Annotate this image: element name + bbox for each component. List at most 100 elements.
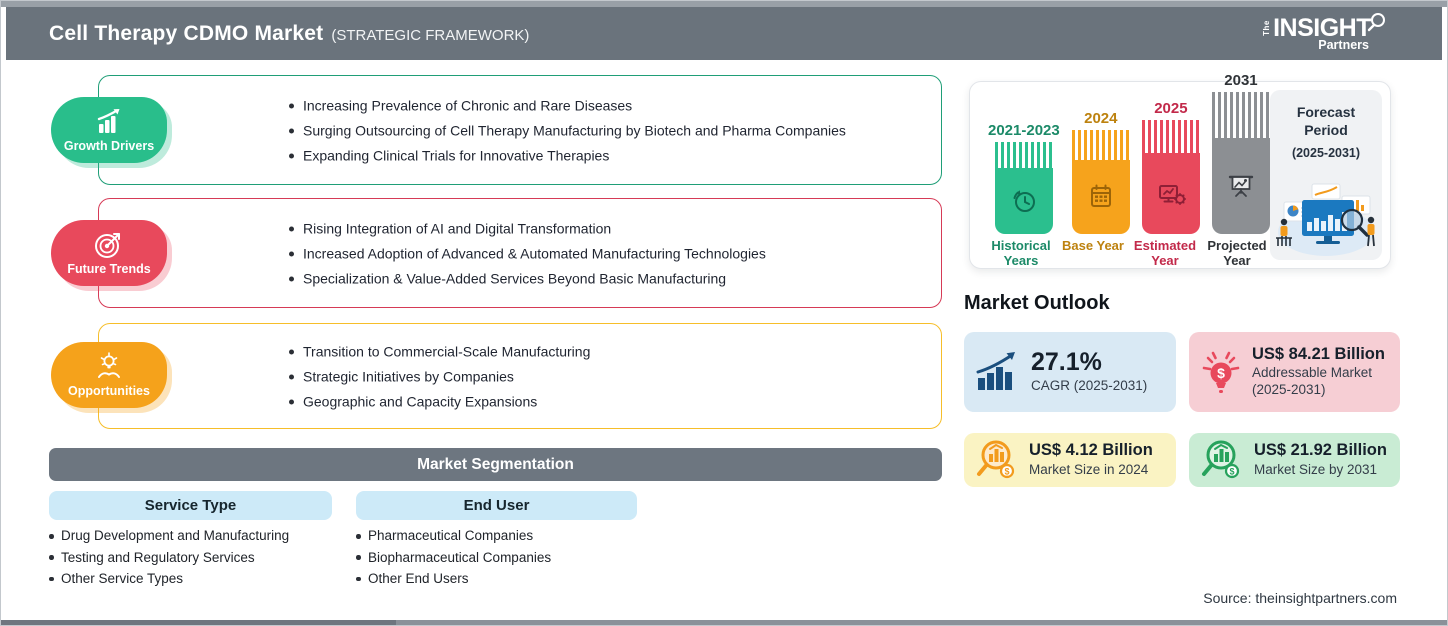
future-trends-box: Rising Integration of AI and Digital Tra… — [98, 198, 942, 308]
history-clock-icon — [1013, 190, 1035, 212]
magnifier-chart-green-icon: $ — [1199, 438, 1245, 482]
growth-bars-arrow-icon — [974, 350, 1022, 394]
historical-years-bar: 2021-2023 — [988, 122, 1060, 234]
list-item: Surging Outsourcing of Cell Therapy Manu… — [289, 118, 846, 143]
list-item: Drug Development and Manufacturing — [49, 525, 289, 546]
list-item: Rising Integration of AI and Digital Tra… — [289, 216, 766, 241]
forecast-title: Forecast Period — [1296, 104, 1356, 138]
dollar-bulb-icon: $ — [1199, 348, 1243, 396]
bottom-bar — [1, 620, 1447, 625]
card-value: 27.1% — [1031, 347, 1102, 376]
growth-drivers-badge: Growth Drivers — [51, 97, 167, 163]
badge-label: Future Trends — [67, 262, 151, 276]
estimated-year-bar: 2025 — [1141, 100, 1200, 234]
subtitle-text: (STRATEGIC FRAMEWORK) — [331, 26, 530, 44]
list-item: Testing and Regulatory Services — [49, 546, 289, 567]
year-label: 2025 — [1154, 100, 1188, 117]
insight-partners-logo: The INSIGHT Partners — [1259, 12, 1387, 52]
forecast-period-panel: Forecast Period (2025-2031) — [1270, 90, 1382, 260]
list-item: Biopharmaceutical Companies — [356, 546, 551, 567]
segmentation-title: Market Segmentation — [417, 455, 574, 473]
title-text: Cell Therapy CDMO Market — [49, 21, 324, 45]
card-value: US$ 21.92 Billion — [1254, 441, 1387, 460]
bar-stripes — [1211, 92, 1270, 138]
logo-partners: Partners — [1318, 37, 1369, 52]
timeline-bars: 2021-2023 2024 — [988, 72, 1270, 234]
market-segmentation-bar: Market Segmentation — [49, 448, 942, 481]
target-icon — [95, 233, 120, 258]
year-label: 2031 — [1224, 72, 1258, 89]
svg-text:$: $ — [1004, 467, 1009, 477]
pill-label: Service Type — [144, 497, 237, 514]
svg-text:$: $ — [1217, 365, 1225, 381]
analytics-illustration — [1276, 183, 1375, 256]
cagr-card: 27.1% CAGR (2025-2031) — [964, 332, 1176, 412]
bar-stripes — [1141, 120, 1200, 153]
opportunities-list: Transition to Commercial-Scale Manufactu… — [289, 339, 590, 414]
source-text: Source: theinsightpartners.com — [1203, 590, 1397, 606]
card-label: Market Size by 2031 — [1254, 461, 1378, 477]
badge-label: Opportunities — [68, 384, 150, 398]
timeline-card: 2021-2023 2024 — [969, 72, 1391, 269]
year-label: 2021-2023 — [988, 122, 1060, 139]
growth-chart-icon — [97, 109, 120, 133]
logo-the: The — [1262, 19, 1272, 36]
calendar-icon — [1090, 184, 1111, 207]
monitor-gear-icon — [1158, 184, 1186, 205]
bar-body — [1071, 160, 1130, 234]
list-item: Specialization & Value-Added Services Be… — [289, 266, 766, 291]
end-user-pill: End User — [356, 491, 637, 520]
list-item: Transition to Commercial-Scale Manufactu… — [289, 339, 590, 364]
list-item: Expanding Clinical Trials for Innovative… — [289, 143, 846, 168]
market-size-2031-card: $ US$ 21.92 Billion Market Size by 2031 — [1189, 433, 1400, 487]
bulb-hand-icon — [98, 352, 120, 378]
future-trends-list: Rising Integration of AI and Digital Tra… — [289, 216, 766, 291]
card-value: US$ 4.12 Billion — [1029, 441, 1153, 460]
service-type-list: Drug Development and Manufacturing Testi… — [49, 525, 289, 589]
list-item: Strategic Initiatives by Companies — [289, 364, 590, 389]
bar-stripes — [1071, 130, 1130, 160]
magnifier-chart-orange-icon: $ — [974, 438, 1020, 482]
card-label: Addressable Market (2025-2031) — [1252, 365, 1373, 398]
card-value: US$ 84.21 Billion — [1252, 345, 1385, 364]
addressable-market-card: $ US$ 84.21 Billion Addressable Market (… — [1189, 332, 1400, 412]
bar-body — [994, 168, 1053, 234]
card-label: CAGR (2025-2031) — [1031, 378, 1148, 394]
card-label: Market Size in 2024 — [1029, 461, 1149, 477]
opportunities-box: Transition to Commercial-Scale Manufactu… — [98, 323, 942, 429]
list-item: Increased Adoption of Advanced & Automat… — [289, 241, 766, 266]
projection-screen-icon — [1228, 175, 1254, 197]
list-item: Other End Users — [356, 568, 551, 589]
svg-text:$: $ — [1229, 467, 1234, 477]
year-label: 2024 — [1084, 110, 1118, 127]
market-size-2024-card: $ US$ 4.12 Billion Market Size in 2024 — [964, 433, 1176, 487]
bar-caption: Historical Years — [991, 238, 1051, 269]
growth-drivers-list: Increasing Prevalence of Chronic and Rar… — [289, 93, 846, 168]
list-item: Pharmaceutical Companies — [356, 525, 551, 546]
bar-caption: Base Year — [1062, 238, 1124, 253]
forecast-range: (2025-2031) — [1291, 146, 1361, 160]
bar-caption: Projected Year — [1207, 238, 1267, 269]
list-item: Geographic and Capacity Expansions — [289, 389, 590, 414]
growth-drivers-box: Increasing Prevalence of Chronic and Rar… — [98, 75, 942, 185]
logo-insight: INSIGHT — [1273, 13, 1371, 42]
service-type-pill: Service Type — [49, 491, 332, 520]
bar-stripes — [994, 142, 1053, 168]
projected-year-bar: 2031 — [1211, 72, 1270, 234]
market-outlook-title: Market Outlook — [964, 292, 1110, 314]
bar-body — [1211, 138, 1270, 234]
list-item: Other Service Types — [49, 568, 289, 589]
header: Cell Therapy CDMO Market (STRATEGIC FRAME… — [6, 7, 1442, 60]
base-year-bar: 2024 — [1071, 110, 1130, 234]
bar-body — [1141, 153, 1200, 234]
end-user-list: Pharmaceutical Companies Biopharmaceutic… — [356, 525, 551, 589]
opportunities-badge: Opportunities — [51, 342, 167, 408]
future-trends-badge: Future Trends — [51, 220, 167, 286]
top-edge — [1, 1, 1447, 7]
timeline-labels: Historical Years Base Year Estimated Yea… — [988, 238, 1270, 269]
bar-caption: Estimated Year — [1133, 238, 1197, 269]
magnifier-icon — [1367, 12, 1385, 31]
badge-label: Growth Drivers — [63, 139, 155, 153]
page-title: Cell Therapy CDMO Market (STRATEGIC FRAME… — [49, 22, 529, 46]
